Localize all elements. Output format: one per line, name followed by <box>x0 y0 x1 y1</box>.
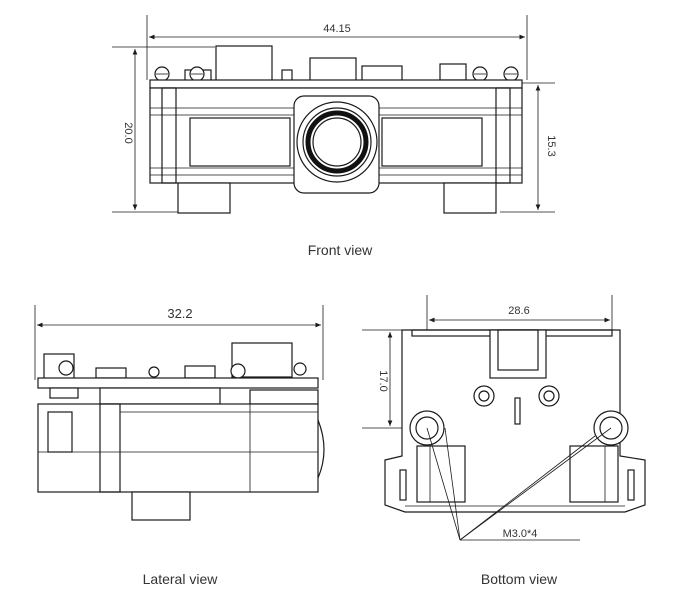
bottom-height-dim: 17.0 <box>377 370 389 391</box>
bottom-width-dim: 28.6 <box>508 305 529 317</box>
front-view-caption: Front view <box>308 242 373 258</box>
screw-callout: M3.0*4 <box>503 528 538 540</box>
front-right-dim: 15.3 <box>545 135 557 156</box>
front-width-dim: 44.15 <box>323 23 351 35</box>
front-view: 44.15 20.0 15.3 <box>112 15 557 258</box>
lateral-view-caption: Lateral view <box>143 571 219 587</box>
bottom-view-caption: Bottom view <box>481 571 558 587</box>
lateral-width-dim: 32.2 <box>167 306 192 321</box>
bottom-view: 28.6 17.0 M3.0*4 <box>362 295 646 587</box>
lateral-view: 32.2 Lateral view <box>34 305 325 587</box>
front-height-dim: 20.0 <box>122 122 134 143</box>
